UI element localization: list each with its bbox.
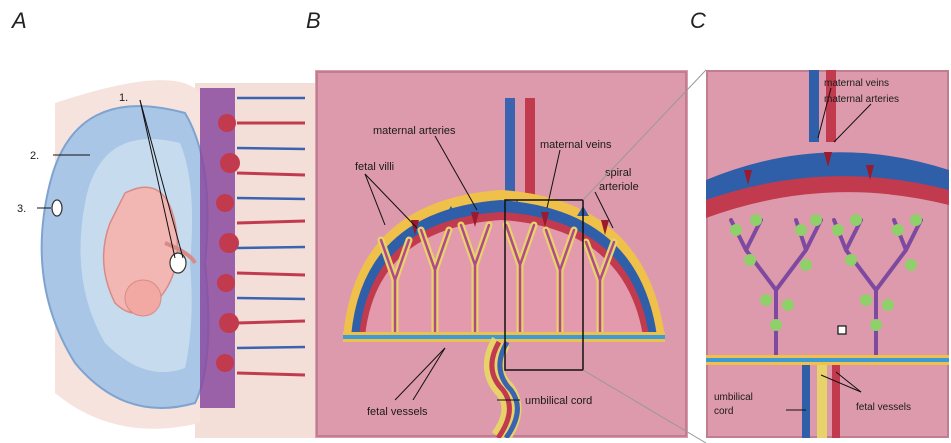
panel-letter-b: B [306,8,321,34]
label-fetal-villi: fetal villi [355,161,394,173]
label-cord-c: cord [714,406,733,417]
label-maternal-arteries: maternal arteries [373,125,456,137]
ring-marker [52,200,62,216]
panel-letter-a: A [12,8,27,34]
label-umbilical-cord: umbilical cord [525,395,592,407]
label-maternal-veins-c: maternal veins [824,78,889,89]
fetal-vessel-plate-c [706,358,949,362]
label-fetal-vessels-c: fetal vessels [856,402,911,413]
label-arteriole: arteriole [599,181,639,193]
maternal-vein-c [809,70,819,142]
label-maternal-veins: maternal veins [540,139,612,151]
label-maternal-arteries-c: maternal arteries [824,94,899,105]
panel-c-illustration: maternal veins maternal arteries umbilic… [706,70,949,438]
label-3: 3. [17,203,26,215]
embryo-head [125,280,161,316]
panel-b-illustration: maternal arteries maternal veins fetal v… [315,70,688,438]
label-fetal-vessels: fetal vessels [367,406,428,418]
yolk-sac [170,253,186,273]
fetal-vessel-plate [343,335,665,339]
label-spiral: spiral [605,167,631,179]
square-marker [838,326,846,334]
panel-letter-c: C [690,8,706,34]
label-umbilical-c: umbilical [714,392,753,403]
panel-a-illustration: 1. 2. 3. [15,63,315,443]
label-1: 1. [119,92,128,104]
label-2: 2. [30,150,39,162]
